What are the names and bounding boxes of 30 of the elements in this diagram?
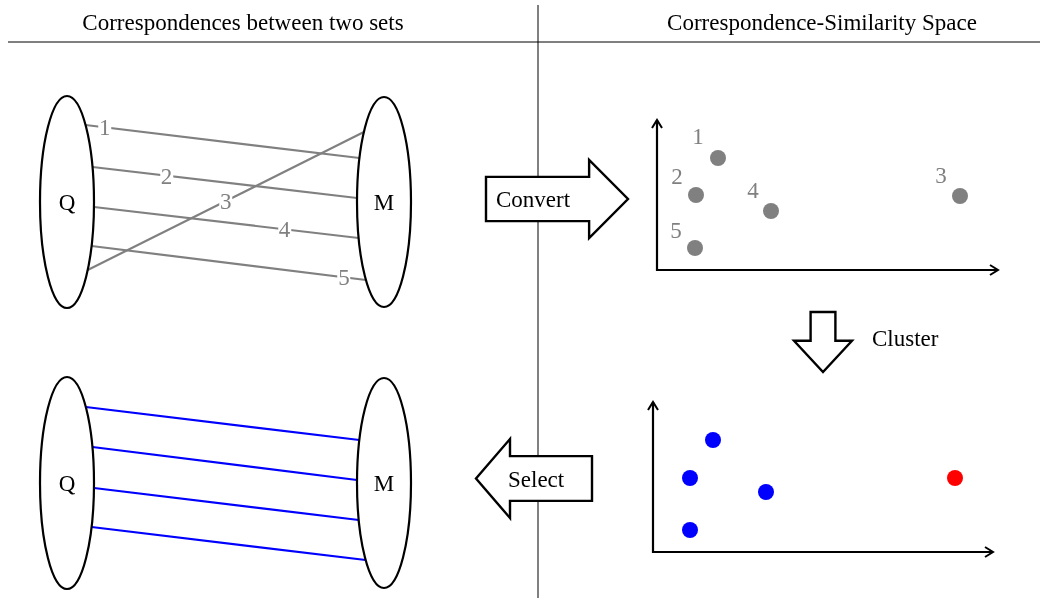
arrow-label: Select	[508, 467, 565, 490]
set-label: Q	[58, 190, 76, 214]
heading: Correspondence-Similarity Space	[667, 10, 977, 34]
block-arrow	[484, 158, 630, 240]
block-arrow	[474, 437, 594, 520]
set-ellipse	[356, 96, 412, 308]
connector-line	[91, 525, 366, 562]
set-label: Q	[58, 471, 76, 495]
point-label: 3	[935, 163, 947, 187]
connector-line	[91, 244, 367, 282]
point-label: 4	[747, 178, 759, 202]
connector-line	[85, 405, 360, 442]
heading: Correspondences between two sets	[82, 10, 404, 34]
arrow-label: Convert	[496, 187, 571, 211]
block-arrow	[792, 310, 854, 374]
set-label: M	[373, 190, 395, 214]
connector-line	[93, 486, 359, 522]
set-ellipse	[39, 376, 95, 590]
connector-line	[87, 131, 365, 271]
set-label: M	[373, 471, 395, 495]
point-label: 1	[692, 124, 704, 148]
connector-line	[85, 123, 360, 160]
connector-line	[93, 205, 359, 240]
set-ellipse	[39, 95, 95, 309]
point-label: 2	[671, 164, 683, 188]
point-label: 5	[670, 218, 682, 242]
connector-line	[92, 165, 358, 200]
arrow-label: Cluster	[872, 327, 939, 350]
set-ellipse	[356, 377, 412, 589]
connector-line	[92, 445, 358, 482]
